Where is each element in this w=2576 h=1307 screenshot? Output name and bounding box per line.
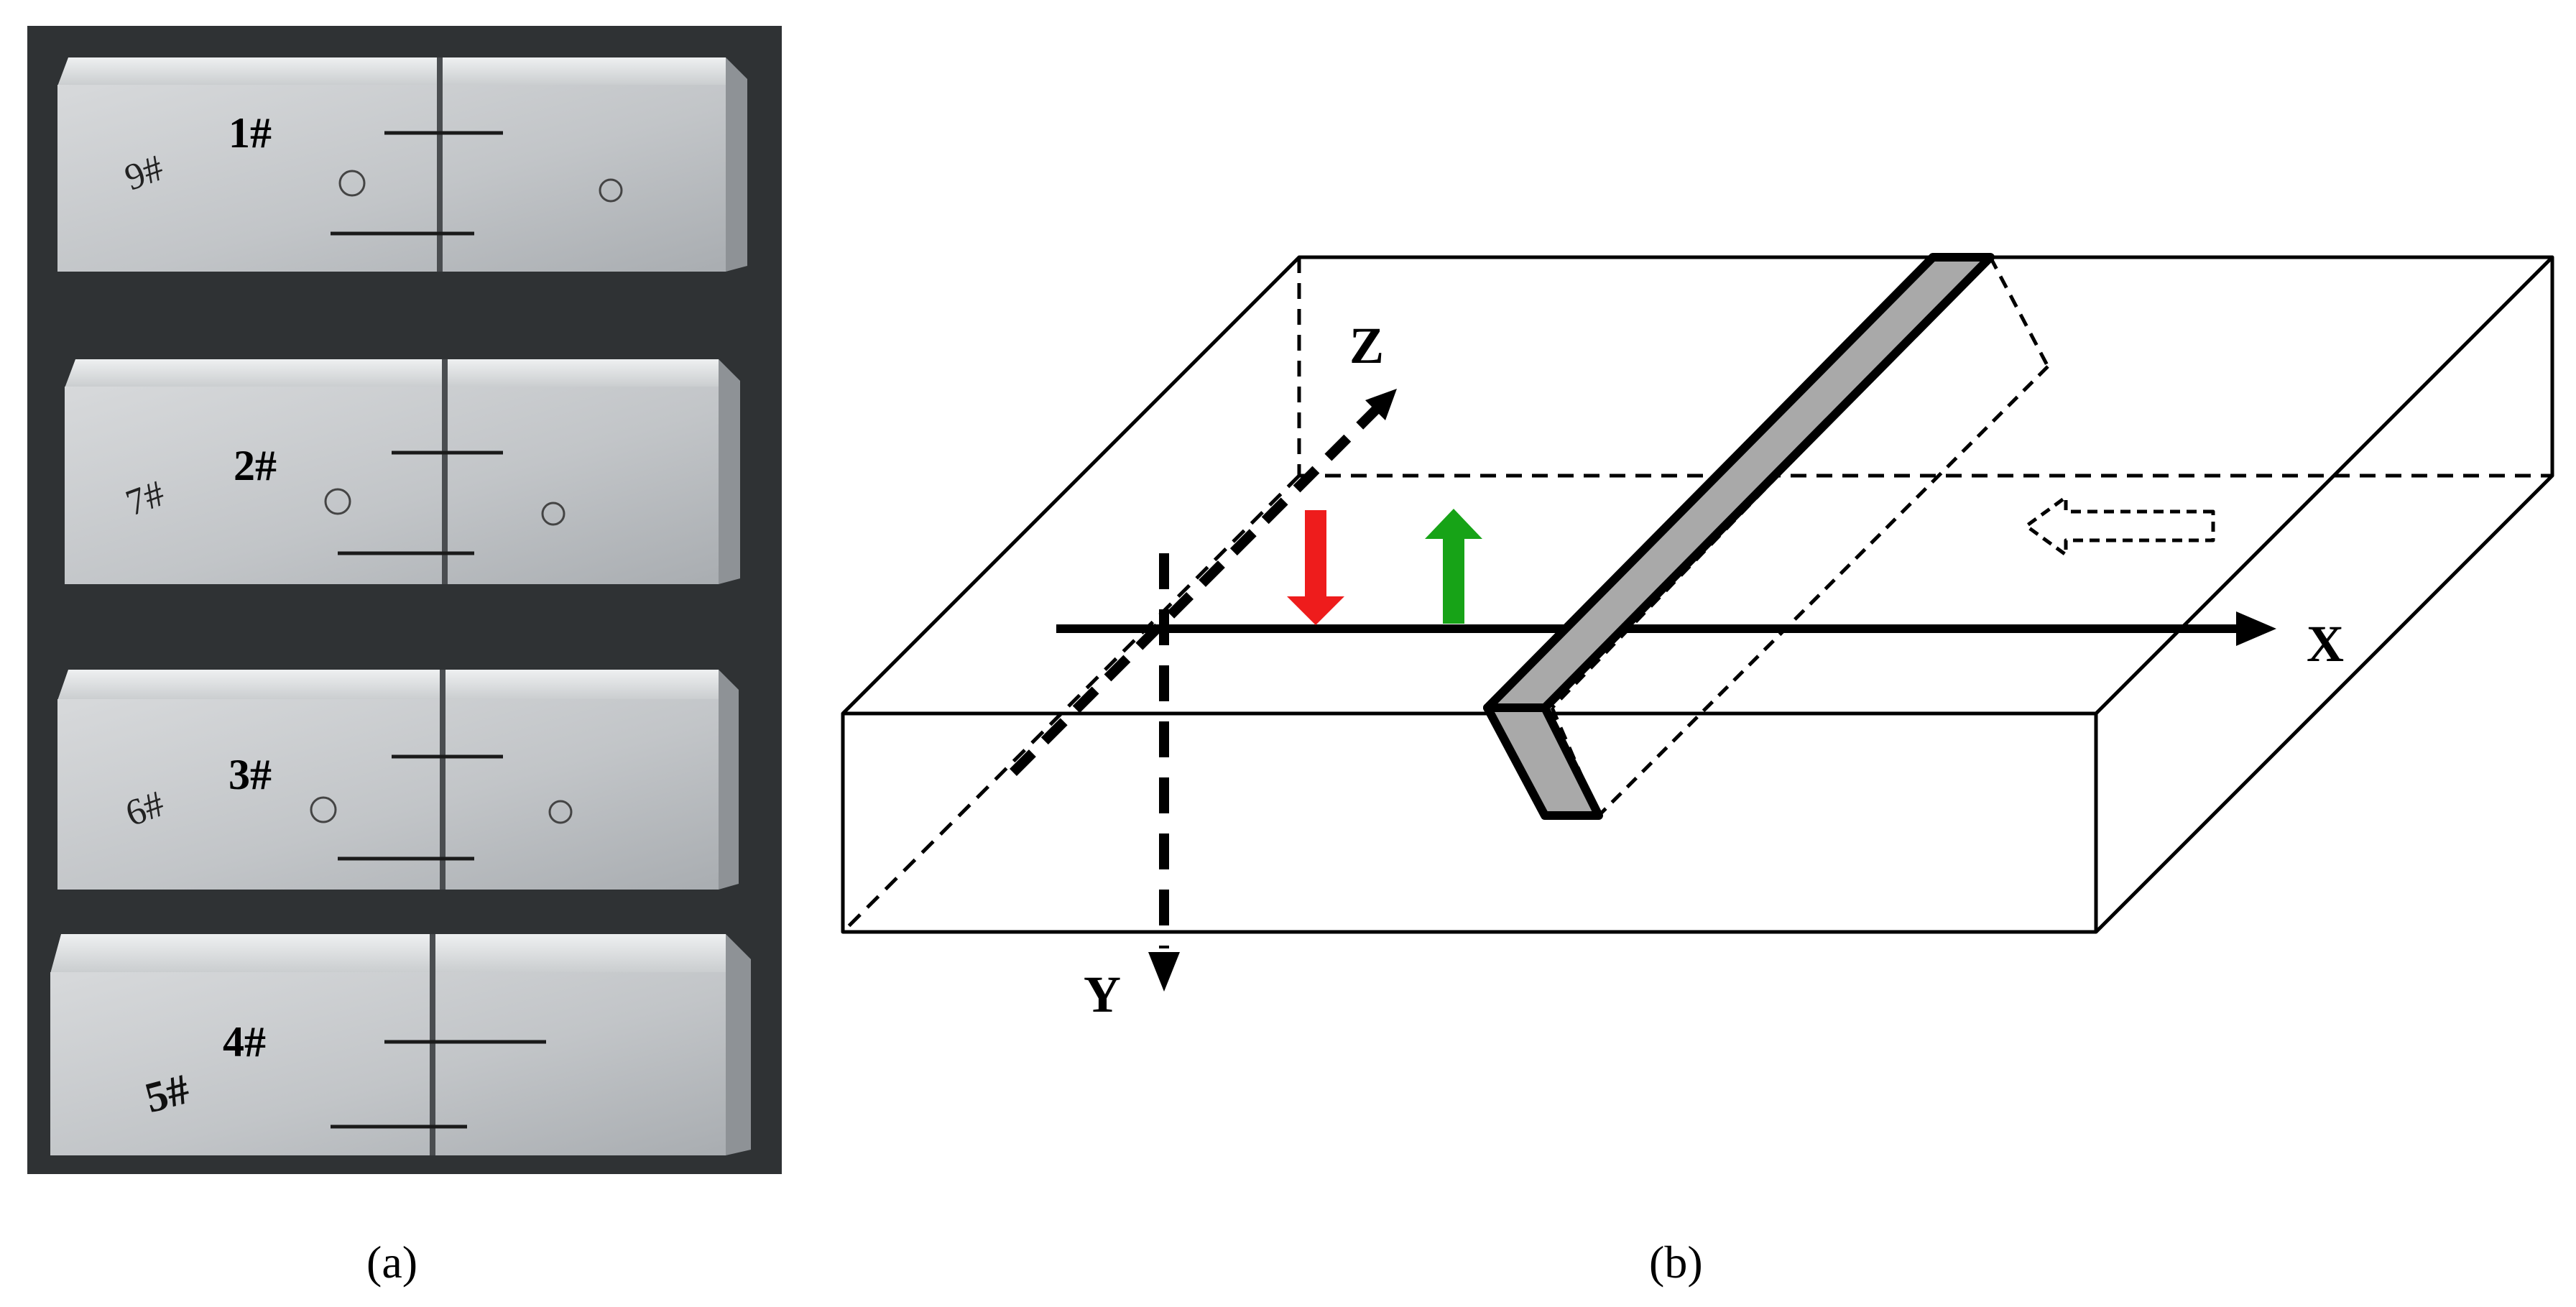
- panel-a-label: (a): [366, 1237, 417, 1288]
- y-axis-arrowhead: [1148, 952, 1180, 992]
- sample-photo-4: 4# 5#: [27, 915, 782, 1174]
- sample-tag-4: 4#: [223, 1018, 266, 1066]
- sample-photo-1: 1# 9#: [27, 26, 782, 326]
- sample-tag-3: 3#: [228, 751, 272, 798]
- x-axis-arrowhead: [2236, 611, 2276, 646]
- panel-a: 1# 9# 2# 7# 3#: [27, 26, 782, 1288]
- sample-photo-2: 2# 7#: [27, 326, 782, 655]
- hidden-edges: [841, 257, 2552, 933]
- shifted-slot-outline: [1550, 256, 2050, 818]
- green-arrow: [1425, 509, 1482, 624]
- z-axis: [1010, 392, 1394, 776]
- z-axis-label: Z: [1349, 317, 1384, 374]
- red-arrow: [1287, 510, 1344, 625]
- panel-b-label: (b): [1649, 1237, 1703, 1288]
- box-outline: [841, 255, 2554, 934]
- slot: [1483, 253, 1995, 820]
- sample-tag-1: 1#: [228, 109, 272, 157]
- sample-photo-3: 3# 6#: [27, 655, 782, 915]
- sample-tag-2: 2#: [234, 442, 277, 489]
- y-axis-label: Y: [1084, 966, 1121, 1023]
- z-axis-arrowhead: [1365, 389, 1397, 420]
- panel-b: Z Y X: [841, 253, 2554, 1288]
- hollow-arrow: [2024, 495, 2215, 557]
- x-axis-label: X: [2307, 615, 2344, 673]
